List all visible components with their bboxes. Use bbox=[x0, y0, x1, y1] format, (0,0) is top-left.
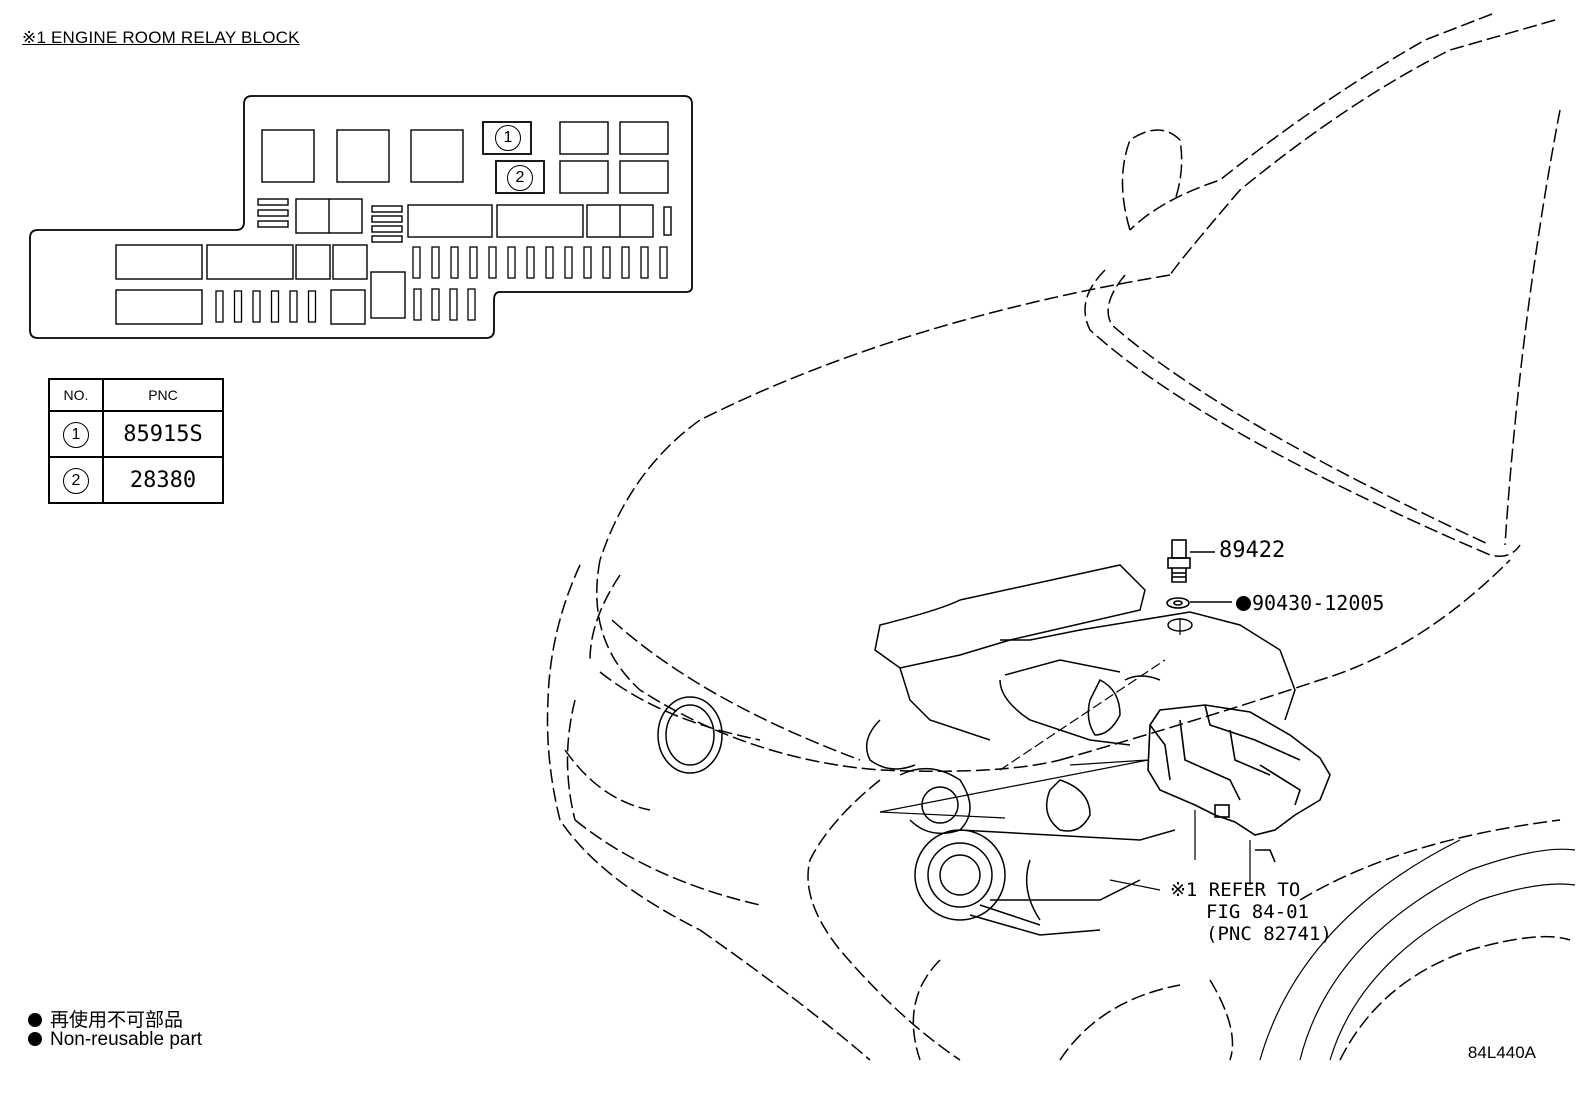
fuse-slot bbox=[449, 288, 458, 321]
fuse-slot bbox=[307, 290, 317, 323]
legend-dot-icon bbox=[28, 1032, 42, 1046]
fuse-slot bbox=[621, 246, 630, 279]
legend-jp-text: 再使用不可部品 bbox=[50, 1010, 184, 1031]
fuse-slot bbox=[215, 290, 224, 323]
fuse-slot bbox=[289, 290, 298, 323]
reference-line-3: (PNC 82741) bbox=[1206, 923, 1332, 945]
fuse-slot bbox=[233, 290, 243, 323]
part-label-sensor: 89422 bbox=[1219, 538, 1286, 563]
row-pnc: 28380 bbox=[102, 456, 224, 504]
table-header-row: NO. PNC bbox=[48, 378, 224, 412]
wheel-arch bbox=[1259, 839, 1576, 1061]
fuse-slot bbox=[252, 290, 261, 323]
front-emblem bbox=[657, 696, 723, 774]
vehicle-body-outline bbox=[546, 13, 1571, 1061]
legend-dot-icon bbox=[28, 1013, 42, 1027]
non-reusable-dot-icon bbox=[1236, 596, 1251, 611]
fuse-slot bbox=[526, 246, 535, 279]
engine-room-relay-box bbox=[1147, 704, 1331, 863]
fuse-slot bbox=[602, 246, 611, 279]
fuse-slot bbox=[564, 246, 573, 279]
fuse-slot bbox=[469, 246, 478, 279]
table-row: 2 28380 bbox=[48, 456, 224, 504]
leader-lines bbox=[879, 618, 1251, 891]
row-number: 1 bbox=[63, 422, 89, 448]
relay-block-title: ※1 ENGINE ROOM RELAY BLOCK bbox=[22, 28, 300, 47]
legend-jp: 再使用不可部品 bbox=[28, 1005, 183, 1032]
fuse-slot bbox=[413, 288, 422, 321]
reference-line-2: FIG 84-01 bbox=[1206, 901, 1309, 923]
fuse-slot bbox=[412, 246, 421, 279]
relay-block-diagram bbox=[29, 95, 693, 339]
temperature-sensor-part bbox=[1167, 539, 1215, 583]
header-pnc: PNC bbox=[102, 378, 224, 412]
fuse-slot bbox=[467, 288, 476, 321]
part-label-gasket: 90430-12005 bbox=[1252, 591, 1385, 615]
header-no: NO. bbox=[48, 378, 104, 412]
fuse-slot bbox=[450, 246, 459, 279]
fuse-slot bbox=[583, 246, 592, 279]
fuse-slot bbox=[659, 246, 668, 279]
callout-1: 1 bbox=[495, 125, 521, 151]
figure-code: 84L440A bbox=[1467, 1043, 1536, 1062]
legend-en-text: Non-reusable part bbox=[50, 1029, 203, 1050]
fuse-slot bbox=[507, 246, 516, 279]
legend-en: Non-reusable part bbox=[28, 1029, 202, 1051]
part-label-gasket-group: 90430-12005 bbox=[1236, 591, 1384, 615]
fuse-slot bbox=[545, 246, 554, 279]
fuse-slot bbox=[431, 288, 440, 321]
gasket-part bbox=[1166, 597, 1232, 609]
fuse-slot bbox=[640, 246, 649, 279]
callout-2: 2 bbox=[507, 165, 533, 191]
fuse-slot bbox=[488, 246, 497, 279]
fuse-slot bbox=[270, 290, 280, 323]
row-pnc: 85915S bbox=[102, 410, 224, 458]
engine-assembly bbox=[865, 564, 1296, 936]
fuse-slot bbox=[431, 246, 440, 279]
pnc-table: NO. PNC 1 85915S 2 28380 bbox=[48, 378, 224, 504]
reference-note: ※1 REFER TO FIG 84-01 (PNC 82741) bbox=[1170, 879, 1332, 945]
row-number: 2 bbox=[63, 468, 89, 494]
table-row: 1 85915S bbox=[48, 410, 224, 458]
reference-line-1: ※1 REFER TO bbox=[1170, 879, 1301, 901]
